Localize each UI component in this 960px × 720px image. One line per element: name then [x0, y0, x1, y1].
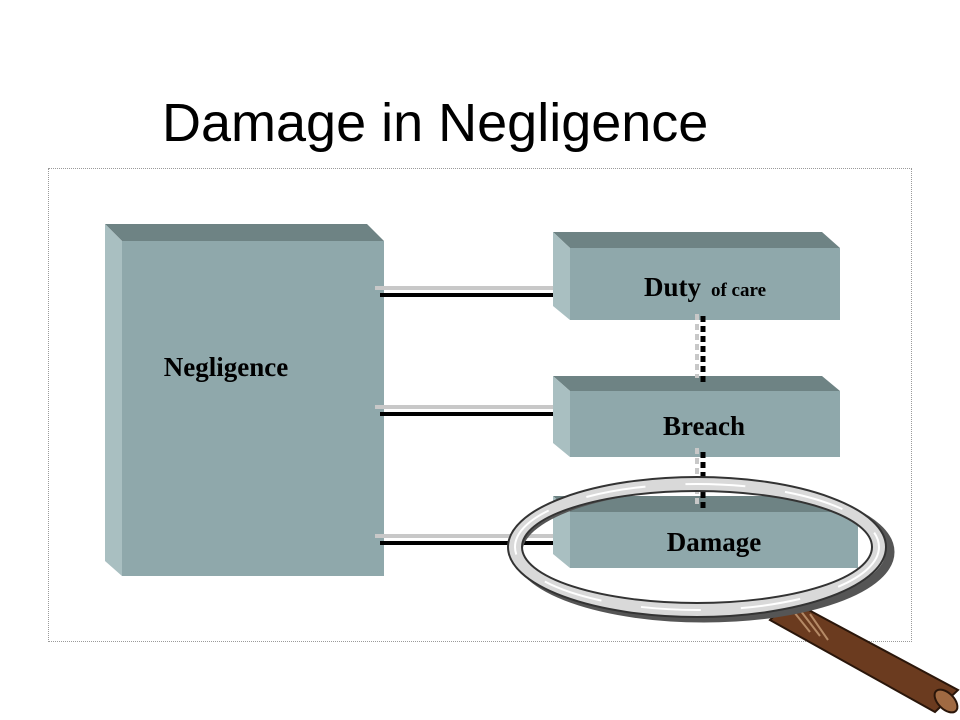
duty-label-main: Duty	[644, 272, 702, 302]
diagram-frame	[48, 168, 912, 642]
negligence-label: Negligence	[164, 352, 288, 382]
duty-label: Duty of care	[644, 272, 766, 302]
breach-box: Breach	[553, 376, 840, 457]
duty-box: Duty of care	[553, 232, 840, 320]
negligence-box: Negligence	[105, 224, 384, 576]
connector-breach	[375, 405, 570, 416]
connector-duty	[375, 286, 570, 297]
damage-label: Damage	[667, 527, 761, 557]
slide-title: Damage in Negligence	[162, 93, 709, 153]
magnifying-glass-icon	[507, 476, 960, 714]
link-duty-breach	[695, 314, 706, 386]
magnifier-handle	[768, 598, 960, 714]
connector-damage	[375, 534, 570, 545]
breach-label: Breach	[663, 411, 745, 441]
duty-label-small: of care	[711, 280, 766, 301]
